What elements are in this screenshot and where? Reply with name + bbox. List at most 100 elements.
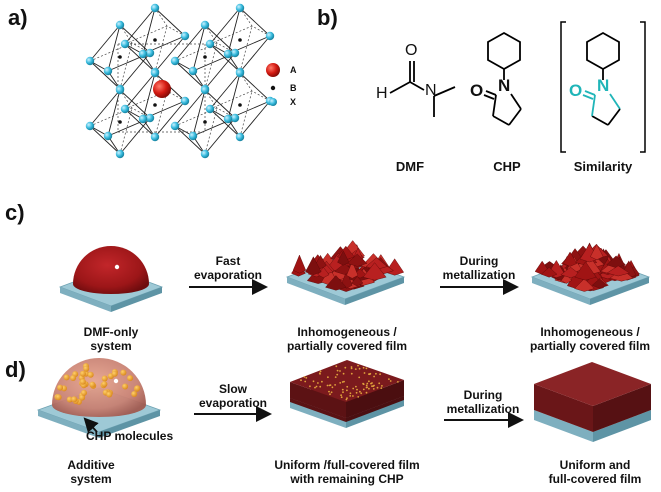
d-arrow1-line2: evaporation <box>198 396 267 410</box>
chp-molecule <box>101 375 108 382</box>
x-site-anion <box>188 66 198 76</box>
x-site-anion <box>200 149 210 159</box>
d-start-line2: system <box>70 472 112 486</box>
residual-chp <box>368 387 370 390</box>
d-start-line1: Additive <box>67 458 115 472</box>
residual-chp <box>388 378 390 380</box>
residual-chp <box>336 369 339 372</box>
residual-chp <box>334 376 337 378</box>
residual-chp <box>350 367 353 370</box>
c-arrow2-line2: metallization <box>442 268 516 282</box>
x-site-anion <box>115 20 125 30</box>
residual-chp <box>309 385 311 388</box>
residual-chp <box>346 397 348 399</box>
residual-chp <box>329 384 332 386</box>
c-mid-line1: Inhomogeneous / <box>297 325 397 339</box>
residual-chp <box>304 380 307 383</box>
legend-label-x: X <box>290 97 297 107</box>
residual-chp <box>330 391 333 394</box>
dmf-droplet <box>73 246 149 294</box>
residual-chp <box>355 391 358 394</box>
d-arrow2-label: During metallization <box>438 388 528 416</box>
d-mid-line1: Uniform /full-covered film <box>274 458 420 472</box>
residual-chp <box>371 382 373 384</box>
residual-chp <box>303 376 306 378</box>
x-site-anion <box>150 68 160 78</box>
chp-molecule <box>83 365 90 372</box>
b-site-cation <box>203 120 207 124</box>
x-site-anion <box>205 39 215 49</box>
residual-chp <box>312 380 315 383</box>
d-start-label: Additive system <box>46 458 136 486</box>
residual-chp <box>331 386 334 389</box>
droplet-highlight-d <box>113 378 119 384</box>
residual-chp <box>326 384 329 387</box>
legend-label-b: B <box>290 83 297 93</box>
residual-chp <box>371 385 373 388</box>
residual-chp <box>328 390 330 393</box>
x-site-anion <box>230 48 240 58</box>
x-site-anion <box>115 149 125 159</box>
residual-chp <box>375 372 377 375</box>
residual-chp <box>379 373 381 376</box>
x-site-anion <box>235 68 245 78</box>
chp-molecule <box>70 375 77 381</box>
d-arrow2-line2: metallization <box>446 402 520 416</box>
b-site-cation <box>118 55 122 59</box>
residual-chp <box>365 384 368 387</box>
residual-chp <box>350 366 353 368</box>
chp-molecule <box>80 370 86 377</box>
chp-molecule <box>57 384 64 391</box>
chp-molecule <box>87 371 94 378</box>
panel-label-a: a) <box>8 5 28 30</box>
x-site-anion <box>200 85 210 95</box>
x-site-anion <box>170 121 180 131</box>
residual-chp <box>365 367 368 370</box>
b-site-cation <box>153 103 157 107</box>
chp-molecule <box>131 391 138 397</box>
atom-n-similarity: N <box>597 76 610 95</box>
uniform-film-metallized <box>534 362 651 442</box>
legend-b-symbol <box>270 85 276 91</box>
residual-chp <box>319 373 321 375</box>
residual-chp <box>349 392 352 395</box>
d-arrow1-label: Slow evaporation <box>188 382 278 410</box>
x-site-anion <box>170 56 180 66</box>
residual-chp <box>340 396 343 399</box>
residual-chp <box>319 370 322 373</box>
residual-chp <box>358 376 361 379</box>
residual-chp <box>349 395 352 397</box>
x-site-anion <box>235 3 245 13</box>
legend-label-a: A <box>290 65 297 75</box>
atom-o-similarity: O <box>569 81 583 100</box>
chp-structure <box>483 31 522 126</box>
chp-molecule <box>63 374 70 381</box>
chp-molecule <box>55 394 62 401</box>
residual-chp <box>345 398 348 401</box>
x-site-anion <box>223 114 233 124</box>
residual-chp <box>365 391 368 394</box>
chp-molecule <box>79 394 86 401</box>
c-start-label: DMF-only system <box>66 325 156 353</box>
c-end-line1: Inhomogeneous / <box>540 325 640 339</box>
residual-chp <box>354 368 357 370</box>
residual-chp <box>357 364 359 367</box>
x-site-anion <box>150 3 160 13</box>
b-site-cation <box>238 103 242 107</box>
residual-chp <box>352 387 355 390</box>
a-site-cation <box>153 80 171 98</box>
d-end-line1: Uniform and <box>559 458 631 472</box>
c-arrow1-label: Fast evaporation <box>183 254 273 282</box>
residual-chp <box>362 366 365 369</box>
c-end-label: Inhomogeneous / partially covered film <box>515 325 661 353</box>
legend-x-symbol <box>269 98 277 106</box>
x-site-anion <box>223 49 233 59</box>
residual-chp <box>339 370 341 372</box>
residual-chp <box>346 385 349 388</box>
chp-molecule <box>81 389 87 396</box>
droplet-highlight <box>114 264 120 270</box>
residual-chp <box>373 375 375 378</box>
label-similarity: Similarity <box>573 159 633 174</box>
x-site-anion <box>205 104 215 114</box>
